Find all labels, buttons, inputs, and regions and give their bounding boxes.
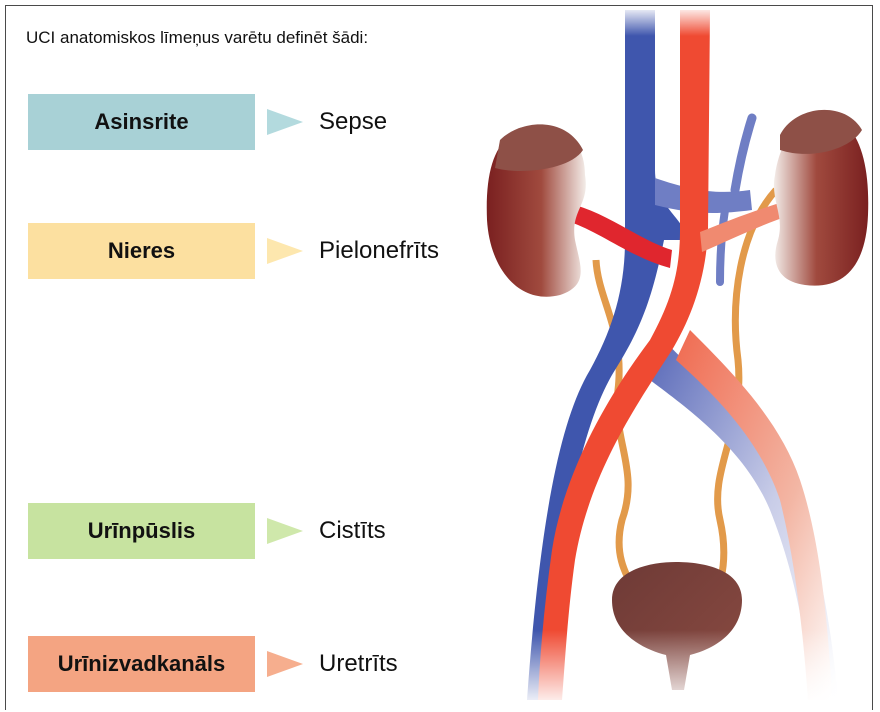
level-result-bloodstream: Sepse — [319, 108, 387, 136]
level-row-bloodstream: Asinsrite Sepse — [28, 94, 387, 150]
arrow-icon — [267, 238, 303, 264]
intro-text: UCI anatomiskos līmeņus varētu definēt š… — [26, 28, 368, 48]
level-label-bloodstream: Asinsrite — [94, 109, 188, 135]
level-box-urethra: Urīnizvadkanāls — [28, 636, 255, 692]
level-row-kidneys: Nieres Pielonefrīts — [28, 223, 439, 279]
level-box-bladder: Urīnpūslis — [28, 503, 255, 559]
level-box-bloodstream: Asinsrite — [28, 94, 255, 150]
level-label-bladder: Urīnpūslis — [88, 518, 196, 544]
level-result-kidneys: Pielonefrīts — [319, 237, 439, 265]
arrow-icon — [267, 518, 303, 544]
arrow-icon — [267, 651, 303, 677]
arrow-icon — [267, 109, 303, 135]
top-fade — [600, 6, 730, 36]
gonadal-vein-upper — [735, 118, 752, 190]
level-result-bladder: Cistīts — [319, 517, 386, 545]
urinary-system-illustration — [470, 6, 870, 708]
gonadal-vein-lower — [720, 210, 725, 282]
level-row-urethra: Urīnizvadkanāls Uretrīts — [28, 636, 398, 692]
level-box-kidneys: Nieres — [28, 223, 255, 279]
level-label-kidneys: Nieres — [108, 238, 175, 264]
bottom-fade — [515, 630, 855, 708]
level-label-urethra: Urīnizvadkanāls — [58, 651, 226, 677]
level-row-bladder: Urīnpūslis Cistīts — [28, 503, 386, 559]
level-result-urethra: Uretrīts — [319, 650, 398, 678]
